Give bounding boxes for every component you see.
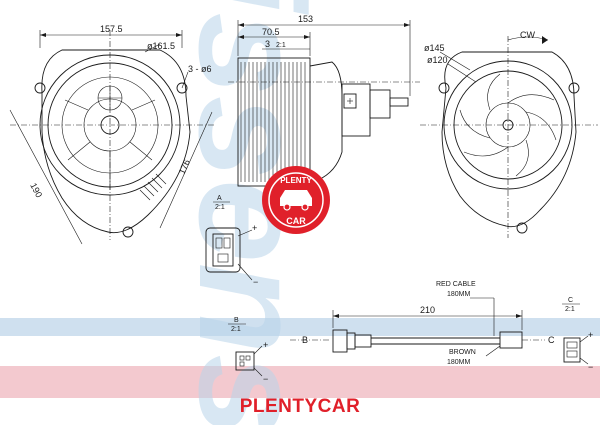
rotation-cw: CW: [520, 30, 535, 40]
detail-a-plus: +: [252, 223, 257, 233]
detail-c-minus: −: [588, 362, 593, 372]
detail-c-label: C: [568, 297, 573, 304]
cable-marker-c: C: [548, 335, 555, 345]
detail-a: A 2:1 + −: [205, 195, 258, 287]
detail-b: B 2:1 + −: [228, 317, 268, 384]
dim-153: 153: [298, 14, 313, 24]
pink-band: [0, 366, 600, 398]
rear-view-right: ø145 ø120 CW: [420, 30, 598, 238]
detail-b-plus: +: [263, 340, 268, 350]
blue-band: [0, 318, 600, 336]
plentycar-logo: PLENTY CAR: [262, 166, 330, 234]
dim-210: 210: [420, 305, 435, 315]
dim-157-5: 157.5: [100, 24, 123, 34]
detail-c: C 2:1 + −: [562, 297, 593, 372]
red-cable-length: 180MM: [447, 291, 471, 298]
detail-c-plus: +: [588, 330, 593, 340]
front-view-left: 157.5 ø161.5 3 - ø6 190 176: [9, 24, 215, 245]
brown-cable-length: 180MM: [447, 359, 471, 366]
logo-top-text: PLENTY: [280, 176, 312, 185]
dim-holes: 3 - ø6: [188, 64, 212, 74]
cable-marker-b: B: [302, 335, 308, 345]
brown-cable-label: BROWN: [449, 349, 476, 356]
dim-dia-161-5: ø161.5: [147, 41, 175, 51]
dim-dia-145: ø145: [424, 43, 445, 53]
detail-b-label: B: [234, 317, 239, 324]
dim-3-scale: 2:1: [276, 42, 286, 49]
detail-a-scale: 2:1: [215, 204, 225, 211]
brand-caption: PLENTYCAR: [239, 396, 361, 417]
dim-70-5: 70.5: [262, 27, 280, 37]
detail-c-scale: 2:1: [565, 306, 575, 313]
cable-assembly: C B 210 RED CABLE 180MM BROWN 180MM: [290, 281, 555, 366]
detail-b-scale: 2:1: [231, 326, 241, 333]
red-cable-label: RED CABLE: [436, 281, 476, 288]
detail-a-minus: −: [253, 277, 258, 287]
dim-190: 190: [28, 181, 44, 199]
dim-3: 3: [265, 39, 270, 49]
dim-dia-120: ø120: [427, 55, 448, 65]
detail-b-minus: −: [263, 374, 268, 384]
logo-bottom-text: CAR: [286, 216, 306, 226]
detail-a-label: A: [217, 195, 222, 202]
